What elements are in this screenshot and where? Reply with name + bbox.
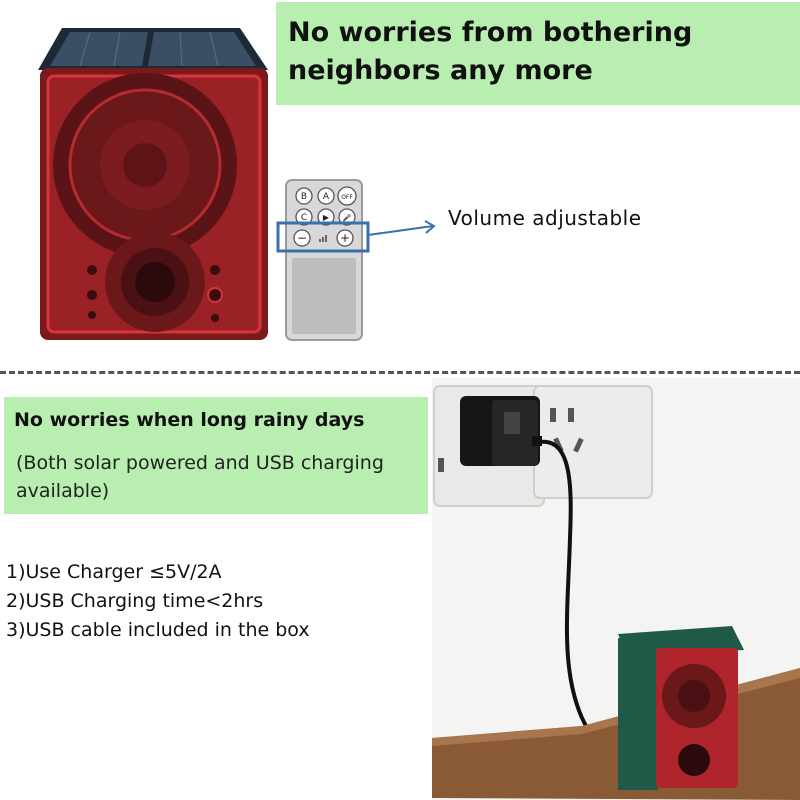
remote-button-play: ▶ xyxy=(323,213,330,222)
usb-charging-photo xyxy=(432,378,800,800)
remote-button-c: C xyxy=(301,213,307,223)
remote-button-off: OFF xyxy=(341,194,353,201)
mid-headline-banner: No worries when long rainy days (Both so… xyxy=(4,397,428,514)
solar-deterrent-device-image xyxy=(38,28,268,340)
remote-button-minus: − xyxy=(297,231,307,245)
remote-button-mic: 🎤 xyxy=(343,213,352,222)
volume-bars-icon xyxy=(319,235,327,242)
top-headline: No worries from bothering neighbors any … xyxy=(288,17,693,86)
remote-button-b: B xyxy=(301,192,307,202)
charging-notes-list: 1)Use Charger ≤5V/2A 2)USB Charging time… xyxy=(6,558,310,645)
mid-headline: No worries when long rainy days xyxy=(14,409,365,431)
list-item: 1)Use Charger ≤5V/2A xyxy=(6,561,222,583)
top-headline-banner: No worries from bothering neighbors any … xyxy=(276,2,800,105)
section-divider xyxy=(0,371,800,374)
volume-callout-arrow xyxy=(276,220,436,253)
remote-button-a: A xyxy=(323,192,330,202)
list-item: 2)USB Charging time<2hrs xyxy=(6,590,264,612)
remote-control-image: B A OFF C ▶ 🎤 − + xyxy=(285,179,363,341)
mid-headline-subtitle: (Both solar powered and USB charging ava… xyxy=(16,452,384,502)
list-item: 3)USB cable included in the box xyxy=(6,619,310,641)
remote-button-plus: + xyxy=(340,231,350,245)
volume-adjustable-label: Volume adjustable xyxy=(448,206,642,230)
